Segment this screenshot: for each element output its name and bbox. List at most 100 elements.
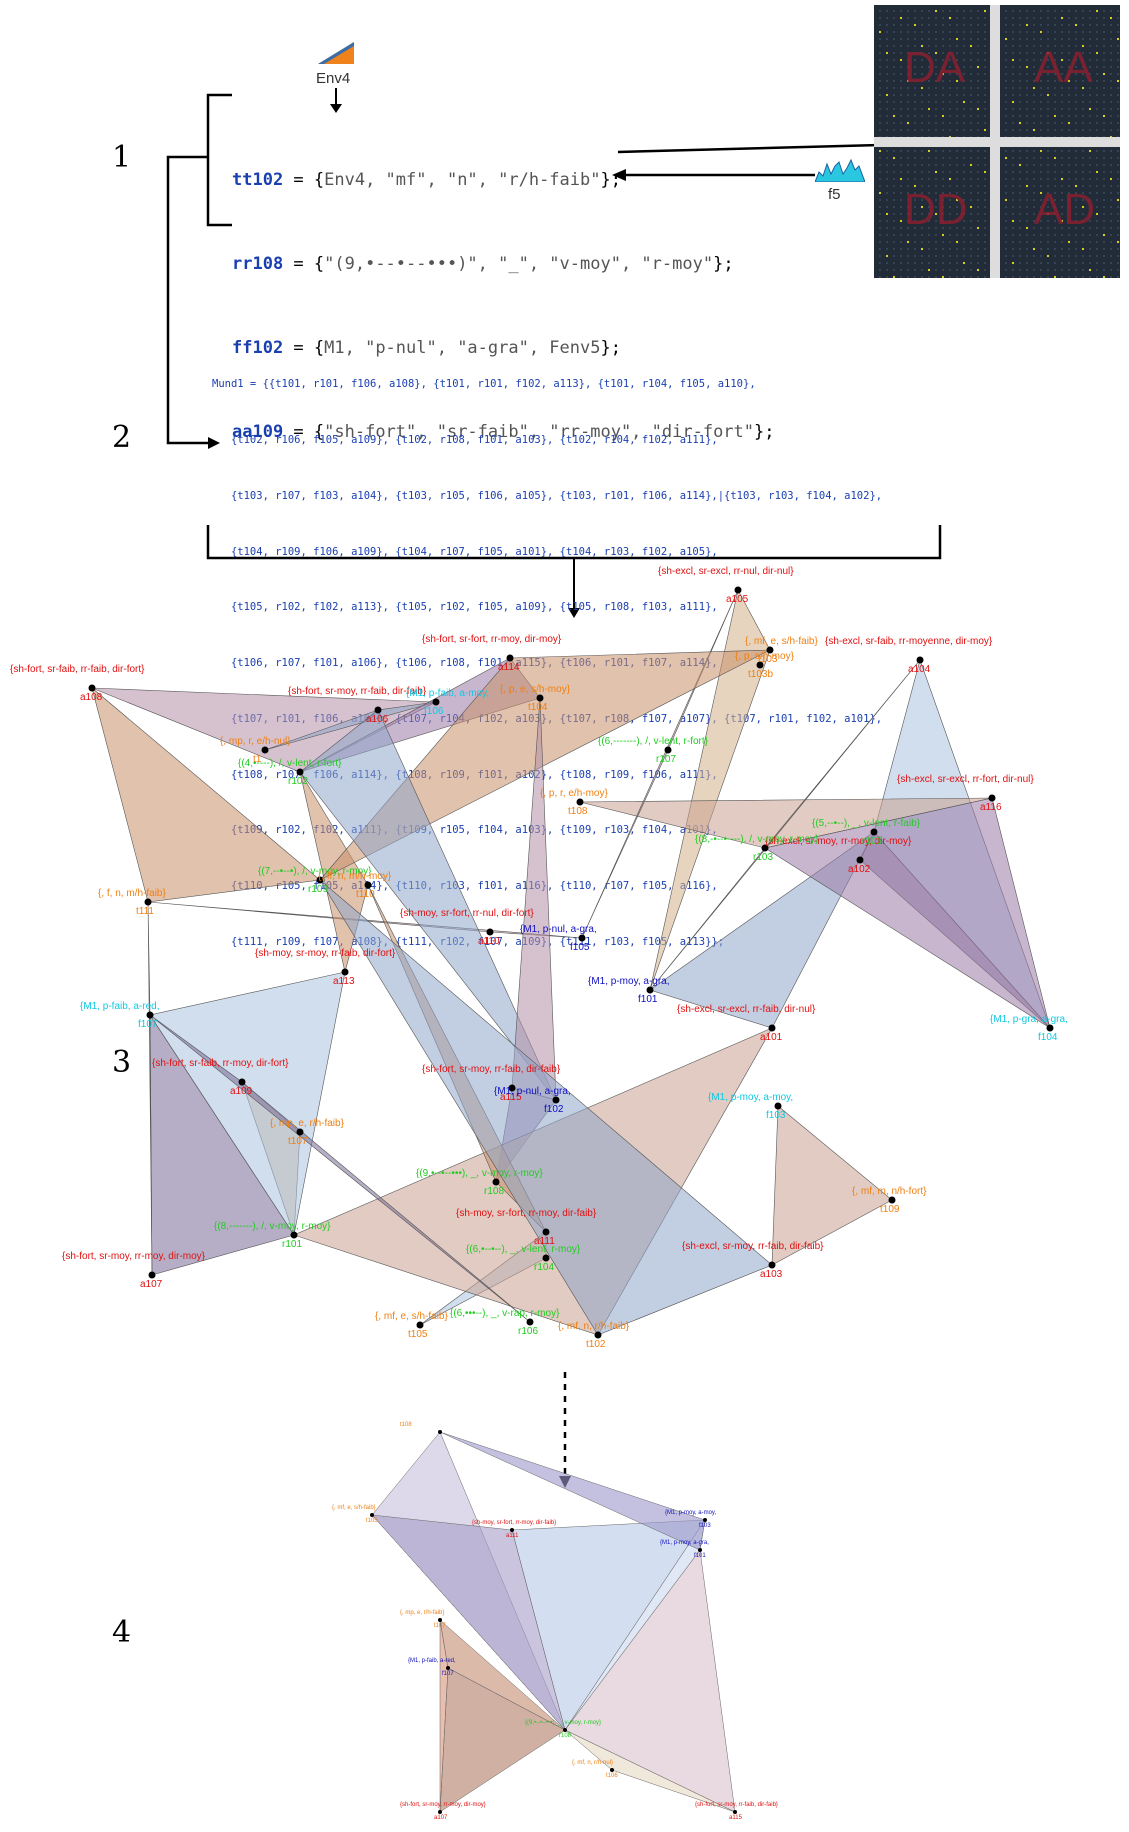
- matrix-image: DA AA DD AD: [874, 5, 1120, 278]
- node-label-r107: {(6,-------), /, v-lent, r-fort}: [598, 736, 708, 747]
- matrix-quadrant-ad: AD: [1034, 185, 1096, 234]
- hyperedge-face: [147, 901, 153, 1276]
- hypergraph: [88, 586, 1054, 1339]
- node-id-r101: r101: [282, 1239, 303, 1250]
- node-label-a108: {sh-fort, sr-faib, rr-faib, dir-fort}: [10, 664, 145, 675]
- code-line-rr108: rr108 = {"(9,•--•--•••)", "_", "v-moy", …: [232, 250, 775, 278]
- node-id-t108: t108: [568, 806, 588, 817]
- node-id-r102: r102: [288, 776, 309, 787]
- node-a106: [374, 706, 382, 714]
- node-t109: [888, 1196, 896, 1204]
- node-a102: [856, 856, 864, 864]
- code-items: "sh-fort", "sr-faib", "rr-moy", "dir-for…: [324, 422, 755, 442]
- node-r109: [316, 876, 324, 884]
- node-r101: [290, 1231, 298, 1239]
- node-a107: [148, 1271, 156, 1279]
- zoom-hyperedge-face: [564, 1729, 736, 1813]
- zoom-node-label: {sh-moy, sr-fort, rr-moy, dir-faib}: [472, 1520, 557, 1526]
- node-id-a114: a114: [498, 662, 520, 673]
- node-label-f101: {M1, p-moy, a-gra,: [588, 976, 670, 987]
- node-t102: [594, 1331, 602, 1339]
- hyperedge-face: [299, 709, 557, 1101]
- code-items: M1, "p-nul", "a-gra", Fenv5: [324, 338, 601, 358]
- node-id-f103: f103: [766, 1110, 786, 1121]
- zoom-hyperedge-face: [371, 1514, 566, 1731]
- zoom-node-id: a115: [729, 1815, 742, 1821]
- node-t104: [536, 694, 544, 702]
- step-number-1: 1: [112, 140, 132, 175]
- zoom-node-label: {M1, p-faib, a-red,: [408, 1658, 456, 1664]
- node-id-a109: a109: [230, 1086, 253, 1097]
- hyperedge-face: [149, 971, 346, 1236]
- zoom-node-label: {, mf, n, r/h-nul}: [572, 1760, 614, 1766]
- zoom-node-f103: [703, 1518, 707, 1522]
- code-op: = {: [283, 422, 325, 442]
- node-label-r106: {(6,•••--), _, v-rap, r-moy}: [450, 1308, 560, 1319]
- node-label-t102: {, mf, n, r/h-faib}: [558, 1321, 630, 1332]
- node-id-t103: t103: [758, 654, 778, 665]
- node-a113: [341, 968, 349, 976]
- node-label-a116: {sh-excl, sr-excl, rr-fort, dir-nul}: [897, 774, 1034, 785]
- code-var: rr108: [232, 254, 284, 274]
- zoom-node-label: {M1, p-moy, a-moy,: [665, 1510, 717, 1516]
- zoom-node-label: {, mf, e, s/h-faib}: [332, 1505, 376, 1511]
- zoom-node-label: {sh-fort, sr-moy, rr-faib, dir-faib}: [695, 1802, 778, 1808]
- zoom-node-label: {sh-fort, sr-moy, rr-moy, dir-moy}: [400, 1802, 486, 1808]
- node-label-t103: {, mf, e, s/h-faib}: [745, 636, 818, 647]
- env4-label: Env4: [316, 70, 351, 87]
- node-id-t1: t1: [253, 754, 262, 765]
- node-r105: [870, 828, 878, 836]
- node-id-a116: a116: [980, 802, 1002, 813]
- mund-line: {t103, r107, f103, a104}, {t103, r105, f…: [212, 489, 883, 502]
- zoom-node-id: f107: [442, 1671, 454, 1677]
- matrix-quadrant-dd: DD: [904, 185, 968, 234]
- code-end: };: [754, 422, 775, 442]
- node-a108: [88, 684, 96, 692]
- zoom-node-r108: [563, 1728, 567, 1732]
- node-id-a115: a115: [500, 1092, 522, 1103]
- node-label-t109: {, mf, m, n/h-fort}: [852, 1186, 927, 1197]
- code-end: };: [713, 254, 734, 274]
- node-label-a107: {sh-fort, sr-moy, rr-moy, dir-moy}: [62, 1251, 205, 1262]
- spectrum-icon: [815, 158, 865, 182]
- node-label-a111: {sh-moy, sr-fort, rr-moy, dir-faib}: [456, 1208, 597, 1219]
- zoom-hyperedge-face: [439, 1431, 706, 1551]
- node-id-a102: a102: [848, 864, 871, 875]
- node-id-a104: a104: [908, 664, 931, 675]
- node-r107: [664, 746, 672, 754]
- step-number-2: 2: [112, 420, 132, 455]
- node-a105: [734, 586, 742, 594]
- node-id-a101: a101: [760, 1032, 783, 1043]
- node-label-f102: {M1, p-nul, a-gra,: [494, 1086, 571, 1097]
- node-label-a113: {sh-moy, sr-moy, rr-faib, dir-fort}: [255, 948, 396, 959]
- node-a115: [508, 1084, 516, 1092]
- node-label-a114: {sh-fort, sr-fort, rr-moy, dir-moy}: [422, 634, 562, 645]
- node-f101: [646, 986, 654, 994]
- node-label-f104: {M1, p-gra, a-gra,: [990, 1014, 1068, 1025]
- node-label-f103: {M1, p-moy, a-moy,: [708, 1092, 794, 1103]
- node-label-f105: {M1, p-nul, a-gra,: [520, 924, 597, 935]
- node-f107: [146, 1011, 154, 1019]
- code-op: = {: [283, 170, 325, 190]
- node-f103: [774, 1102, 782, 1110]
- zoom-node-id: a111: [506, 1533, 519, 1539]
- zoom-node-label: t108: [400, 1422, 412, 1428]
- zoom-node-label: {M1, p-moy, a-gra,: [660, 1540, 709, 1546]
- node-t103: [766, 646, 774, 654]
- matrix-grid: [874, 5, 1120, 278]
- node-id-f104: f104: [1038, 1032, 1058, 1043]
- node-r106: [526, 1318, 534, 1326]
- node-t105: [416, 1321, 424, 1329]
- node-id-r105: r105: [862, 836, 883, 847]
- code-end: };: [600, 338, 621, 358]
- hyperedge-face: [91, 687, 321, 903]
- node-a101: [768, 1024, 776, 1032]
- hyperedge-face: [319, 649, 771, 881]
- node-label-r103: {(8,-•--•----), /, v-moy, r-moy}: [695, 834, 819, 845]
- node-id-a107: a107: [140, 1279, 163, 1290]
- node-id-a105: a105: [726, 594, 749, 605]
- node-a111: [542, 1228, 550, 1236]
- f5-label: f5: [828, 186, 841, 203]
- zoom-node-t108: [438, 1430, 442, 1434]
- zoom-node-t107: [438, 1618, 442, 1622]
